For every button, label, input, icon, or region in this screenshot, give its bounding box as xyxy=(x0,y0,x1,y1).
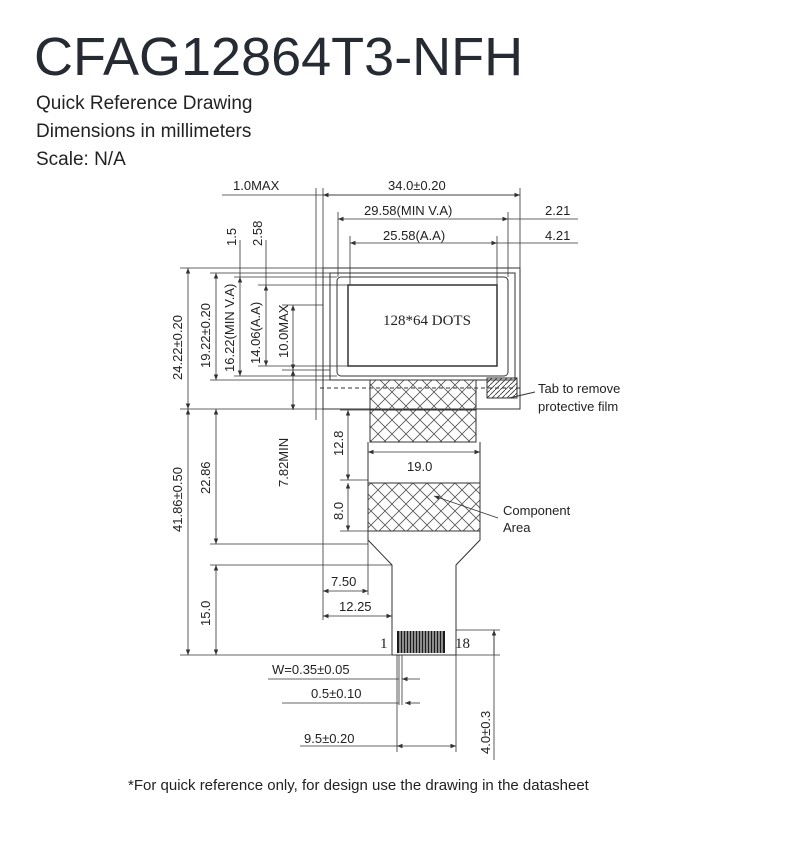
tab-leader xyxy=(508,391,536,399)
pin-18-label: 18 xyxy=(455,636,470,652)
dim-34: 34.0±0.20 xyxy=(388,178,446,193)
subtitle-drawing-type: Quick Reference Drawing xyxy=(36,93,253,114)
dim-16-22: 16.22(MIN V.A) xyxy=(222,284,237,372)
dim-15-0: 15.0 xyxy=(198,601,213,626)
dim-4-21: 4.21 xyxy=(545,228,570,243)
dim-24-22: 24.22±0.20 xyxy=(170,315,185,380)
fpc-tail xyxy=(367,379,481,656)
dim-1-5: 1.5 xyxy=(224,228,239,246)
dim-4-0: 4.0±0.3 xyxy=(478,711,493,754)
dim-width: W=0.35±0.05 xyxy=(272,662,350,677)
dim-19-0: 19.0 xyxy=(407,459,432,474)
dim-2-58: 2.58 xyxy=(250,221,265,246)
dim-12-25: 12.25 xyxy=(339,599,372,614)
dim-41-86: 41.86±0.50 xyxy=(170,467,185,532)
dim-22-86: 22.86 xyxy=(198,461,213,494)
dim-19-22: 19.22±0.20 xyxy=(198,303,213,368)
dim-8-0: 8.0 xyxy=(331,502,346,520)
dim-14-06: 14.06(A.A) xyxy=(248,302,263,364)
dim-1-0max: 1.0MAX xyxy=(233,178,280,193)
page-title: CFAG12864T3-NFH xyxy=(34,27,524,87)
component-label-line2: Area xyxy=(503,520,531,535)
dim-7-82: 7.82MIN xyxy=(276,438,291,487)
pin-1-label: 1 xyxy=(380,636,388,652)
dim-0-5: 0.5±0.10 xyxy=(311,686,362,701)
subtitle-scale: Scale: N/A xyxy=(36,149,126,170)
dim-12-8: 12.8 xyxy=(331,431,346,456)
protective-film-tab xyxy=(486,377,518,399)
dim-2-21: 2.21 xyxy=(545,203,570,218)
tab-label-line2: protective film xyxy=(538,399,618,414)
dim-29-58: 29.58(MIN V.A) xyxy=(364,203,452,218)
component-area xyxy=(367,482,481,532)
component-label-line1: Component xyxy=(503,503,571,518)
dim-10-0: 10.0MAX xyxy=(276,304,291,358)
tab-label-line1: Tab to remove xyxy=(538,381,620,396)
dots-label: 128*64 DOTS xyxy=(383,313,471,329)
dim-7-50: 7.50 xyxy=(331,574,356,589)
dimension-lines xyxy=(180,188,578,760)
dim-25-58: 25.58(A.A) xyxy=(383,228,445,243)
connector-pins xyxy=(397,631,445,653)
dim-9-5: 9.5±0.20 xyxy=(304,731,355,746)
footnote: *For quick reference only, for design us… xyxy=(128,777,589,794)
subtitle-units: Dimensions in millimeters xyxy=(36,121,252,142)
